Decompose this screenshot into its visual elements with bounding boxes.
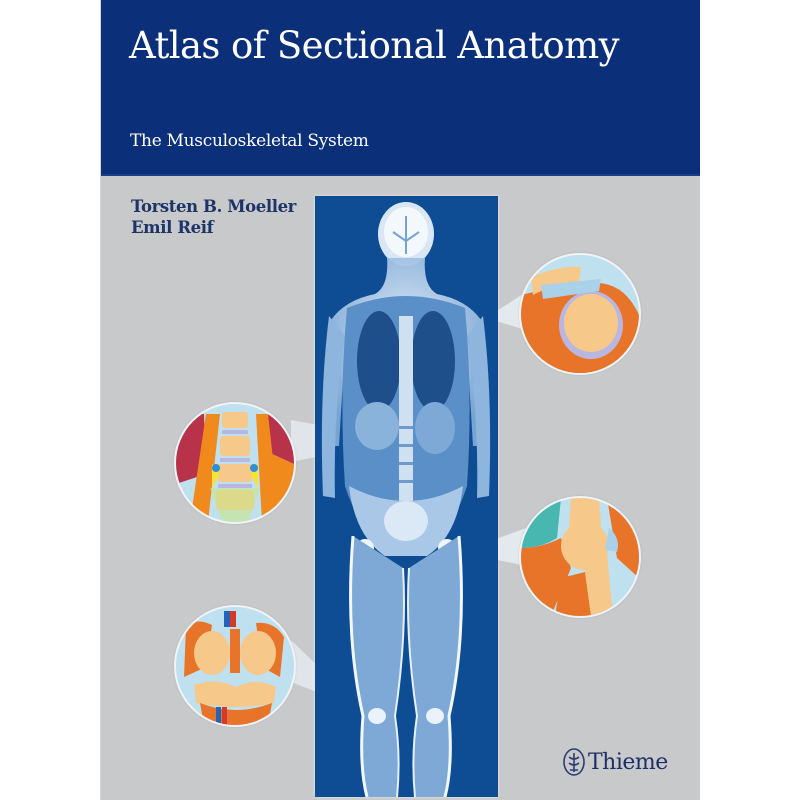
lumbar-spine-inset — [174, 402, 296, 524]
authors: Torsten B. Moeller Emil Reif — [131, 196, 296, 238]
thieme-emblem-icon — [563, 748, 585, 776]
shoulder-inset — [519, 253, 641, 375]
knee-joint-inset — [174, 605, 296, 727]
book-subtitle: The Musculoskeletal System — [130, 131, 369, 151]
publisher-name: Thieme — [588, 749, 668, 775]
book-cover: Atlas of Sectional Anatomy The Musculosk… — [100, 0, 700, 800]
hip-joint-inset — [519, 496, 641, 618]
book-title: Atlas of Sectional Anatomy — [129, 24, 619, 67]
author-1: Torsten B. Moeller — [131, 197, 296, 216]
title-band: Atlas of Sectional Anatomy The Musculosk… — [101, 0, 700, 176]
author-2: Emil Reif — [131, 218, 214, 237]
mri-body-image — [315, 196, 498, 797]
publisher-logo: Thieme — [563, 748, 668, 776]
